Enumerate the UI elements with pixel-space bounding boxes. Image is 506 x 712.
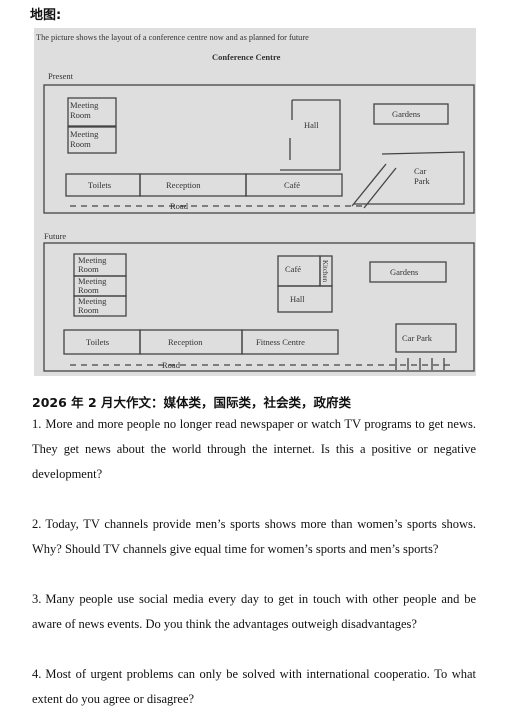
future-fitness-centre bbox=[241, 329, 339, 355]
present-outline bbox=[43, 84, 475, 214]
svg-text:Car Park: Car Park bbox=[402, 333, 433, 343]
future-hall bbox=[277, 285, 333, 313]
svg-text:Reception: Reception bbox=[166, 180, 201, 190]
svg-text:Hall: Hall bbox=[304, 120, 319, 130]
essay-prompt-3: 3.Many people use social media every day… bbox=[32, 592, 476, 631]
svg-text:Road: Road bbox=[170, 201, 189, 211]
future-gardens bbox=[369, 261, 447, 283]
essay-prompt-2: 2.Today, TV channels provide men’s sport… bbox=[32, 517, 476, 556]
figure-caption: The picture shows the layout of a confer… bbox=[36, 33, 309, 42]
svg-text:Car: Car bbox=[414, 166, 426, 176]
essay-section-title: 2026 年 2 月大作文：媒体类，国际类，社会类，政府类 bbox=[32, 395, 352, 410]
svg-text:Café: Café bbox=[284, 180, 300, 190]
figure-title: Conference Centre bbox=[212, 52, 281, 62]
svg-text:Road: Road bbox=[162, 360, 181, 370]
svg-text:Meeting: Meeting bbox=[78, 276, 107, 286]
present-meeting-room-1 bbox=[67, 97, 117, 127]
svg-text:Meeting: Meeting bbox=[78, 255, 107, 265]
svg-text:Café: Café bbox=[285, 264, 301, 274]
svg-text:Park: Park bbox=[414, 176, 430, 186]
svg-text:Toilets: Toilets bbox=[88, 180, 111, 190]
svg-text:Room: Room bbox=[70, 110, 91, 120]
svg-text:Gardens: Gardens bbox=[392, 109, 420, 119]
present-cafe bbox=[245, 173, 343, 197]
svg-text:Meeting: Meeting bbox=[70, 129, 99, 139]
svg-text:Toilets: Toilets bbox=[86, 337, 109, 347]
svg-text:Room: Room bbox=[78, 264, 99, 274]
present-gardens bbox=[373, 103, 449, 125]
svg-text:Reception: Reception bbox=[168, 337, 203, 347]
future-label: Future bbox=[44, 231, 66, 241]
svg-text:Room: Room bbox=[78, 305, 99, 315]
future-car-park bbox=[395, 323, 457, 353]
svg-text:Meeting: Meeting bbox=[70, 100, 99, 110]
conference-centre-map-photo: The picture shows the layout of a confer… bbox=[34, 28, 476, 376]
essay-prompt-4: 4.Most of urgent problems can only be so… bbox=[32, 667, 476, 706]
svg-text:Hall: Hall bbox=[290, 294, 305, 304]
map-heading: 地图: bbox=[30, 8, 62, 23]
svg-text:Room: Room bbox=[78, 285, 99, 295]
svg-text:Kitchen: Kitchen bbox=[321, 260, 329, 283]
future-outline bbox=[43, 242, 475, 372]
present-meeting-room-2 bbox=[67, 126, 117, 154]
present-car-park-outline bbox=[354, 151, 465, 205]
svg-text:Fitness Centre: Fitness Centre bbox=[256, 337, 305, 347]
svg-text:Gardens: Gardens bbox=[390, 267, 418, 277]
present-label: Present bbox=[48, 71, 74, 81]
future-meeting-room-3 bbox=[73, 295, 127, 317]
present-hall-wall bbox=[280, 99, 341, 171]
svg-text:Meeting: Meeting bbox=[78, 296, 107, 306]
svg-text:Room: Room bbox=[70, 139, 91, 149]
essay-prompt-1: 1.More and more people no longer read ne… bbox=[32, 417, 476, 481]
